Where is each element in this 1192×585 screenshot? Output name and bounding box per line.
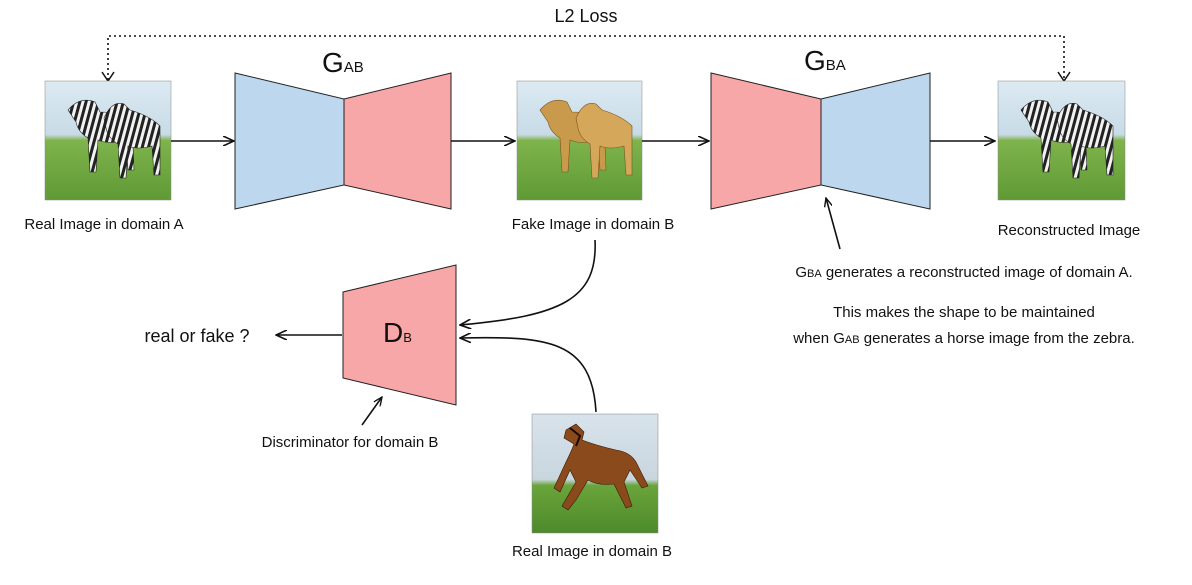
arrow-caption-to-db [361,397,382,426]
generator-ab [234,72,452,210]
arrow-note-to-gba [826,198,841,250]
discriminator-b [342,264,457,406]
note-line-1: GBA generates a reconstructed image of d… [795,264,1132,281]
reconstructed-image [997,80,1126,201]
l2-loss-label: L2 Loss [554,6,617,26]
generator-ab-title: GAB [322,47,364,78]
generator-ba-decoder [820,72,931,210]
real-image-a [44,80,172,201]
fake-image-b-label: Fake Image in domain B [512,216,675,233]
discriminator-b-title: DB [383,317,412,348]
note-line-3: when GAB generates a horse image from th… [792,330,1135,347]
zebra-pair-photo-icon [1020,99,1114,179]
horse-pair-photo-icon [539,99,633,179]
generator-ba-title: GBA [804,45,846,76]
real-image-a-label: Real Image in domain A [24,216,183,233]
generator-ba [710,72,931,210]
fake-image-b [516,80,643,201]
arrow-real-b-to-db [460,338,597,413]
real-image-b [531,413,659,534]
discriminator-caption: Discriminator for domain B [262,434,439,451]
note-line-2: This makes the shape to be maintained [833,304,1095,321]
running-horse-photo-icon [553,423,649,511]
generator-ab-decoder [343,72,452,210]
generator-ab-encoder [234,72,345,210]
zebra-pair-photo-icon [67,99,161,179]
real-image-b-label: Real Image in domain B [512,543,672,560]
real-or-fake-label: real or fake ? [144,326,249,346]
generator-ba-encoder [710,72,822,210]
reconstructed-image-label: Reconstructed Image [998,222,1141,239]
arrow-fake-b-to-db [460,239,596,325]
